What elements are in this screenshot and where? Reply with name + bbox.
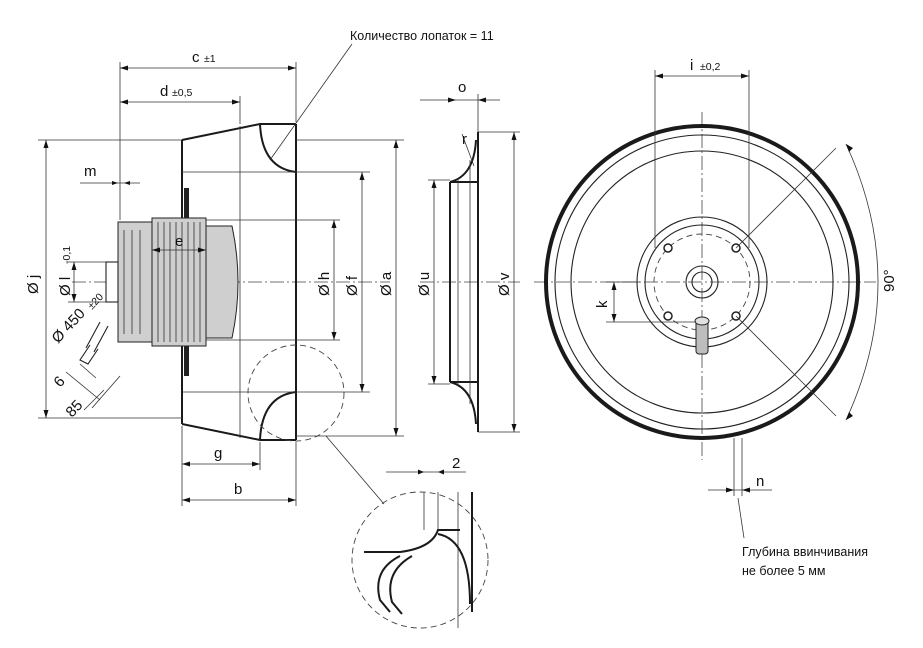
dim-cable-tol: ±20 [85,291,106,312]
note-depth-line1: Глубина ввинчивания [742,545,868,559]
detail-view: 2 [325,435,489,629]
dim-a: Ø a [378,271,395,296]
dim-f: Ø f [344,275,361,296]
note-depth-line2: не более 5 мм [742,564,825,578]
dim-m: m [84,163,97,180]
dim-k: k [594,300,611,308]
dim-u: Ø u [416,272,433,296]
mounting-holes [663,243,741,321]
motor-fins [123,222,201,342]
dim-i: i [690,57,693,74]
dim-e: e [175,233,183,250]
dim-h: Ø h [316,272,333,296]
dim-cable: Ø 450 [48,305,88,346]
dim-v: Ø v [496,272,513,296]
note-blade-count: Количество лопаток = 11 [350,29,494,43]
dim-l-tol: -0,1 [61,246,73,264]
dim-n: n [756,473,764,490]
inlet-ring-view: o r Ø u Ø v [416,79,520,433]
dim-r: r [462,131,467,148]
front-view: 90° i ±0,2 k n Глубина ввинчивания не бо… [534,57,898,578]
side-view [72,123,390,442]
dim-d-tol: ±0,5 [172,87,193,99]
dim-2: 2 [452,455,460,472]
dim-angle: 90° [881,269,898,292]
dim-d: d [160,83,168,100]
dim-c: c [192,49,200,66]
dim-c-tol: ±1 [204,53,216,65]
dim-i-tol: ±0,2 [700,61,721,73]
dim-6: 6 [50,373,68,391]
dim-j: Ø j [25,275,42,294]
dim-g: g [214,445,222,462]
dim-b: b [234,481,242,498]
dim-85: 85 [62,397,86,421]
side-view-dimensions: c ±1 d ±0,5 m e Ø l -0,1 Ø j [25,29,494,506]
dim-l: Ø l [57,277,74,296]
dim-o: o [458,79,466,96]
